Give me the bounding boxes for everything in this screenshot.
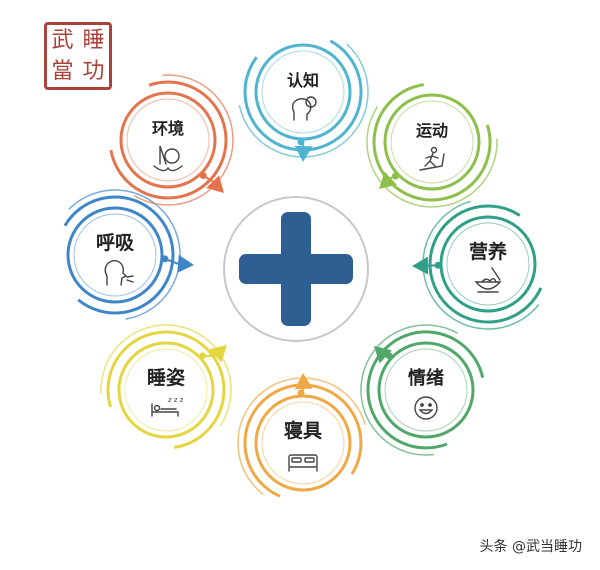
node-nutrition: 营养 xyxy=(412,201,541,329)
node-circle xyxy=(119,343,213,437)
node-label: 睡姿 xyxy=(147,366,185,389)
node-emotion: 情绪 xyxy=(361,325,483,455)
node-circle xyxy=(256,45,350,139)
node-label: 环境 xyxy=(152,119,184,138)
node-label: 呼吸 xyxy=(96,232,135,254)
node-label: 情绪 xyxy=(408,367,444,389)
arrow-dot xyxy=(298,138,305,145)
svg-text:z z z: z z z xyxy=(168,396,184,404)
node-bedding: 寝具 xyxy=(238,373,365,496)
node-circle xyxy=(385,95,479,189)
arrow-head xyxy=(412,257,428,275)
node-label: 寝具 xyxy=(284,419,322,442)
seal-char: 武 xyxy=(51,30,73,52)
node-exercise: 运动 xyxy=(367,85,497,207)
arrow-dot xyxy=(199,352,206,359)
node-circle xyxy=(256,396,350,490)
arrow-dot xyxy=(297,390,304,397)
arrow-dot xyxy=(200,172,207,179)
node-sleep_posture: 睡姿 z z z xyxy=(101,325,231,447)
seal-char: 當 xyxy=(51,61,73,83)
node-circle xyxy=(379,343,473,437)
node-cognition: 认知 xyxy=(239,41,368,162)
node-environment: 环境 xyxy=(111,75,233,205)
arrow-dot xyxy=(392,173,399,180)
arrow-head xyxy=(177,255,194,273)
arrow-head xyxy=(295,146,313,162)
node-label: 认知 xyxy=(287,71,319,90)
node-circle xyxy=(68,208,162,302)
node-label: 运动 xyxy=(416,121,448,140)
arrow-dot xyxy=(161,255,168,262)
node-circle xyxy=(441,217,535,311)
arrow-dot xyxy=(435,262,442,269)
plus-horizontal-bar xyxy=(239,254,353,284)
watermark: 头条 @武当睡功 xyxy=(480,536,582,556)
seal-char: 睡 xyxy=(82,30,104,52)
node-label: 营养 xyxy=(469,240,507,263)
node-breathing: 呼吸 xyxy=(65,190,194,319)
seal-stamp: 武 睡 當 功 xyxy=(44,22,112,90)
seal-char: 功 xyxy=(82,61,104,83)
arrow-head xyxy=(295,373,313,389)
